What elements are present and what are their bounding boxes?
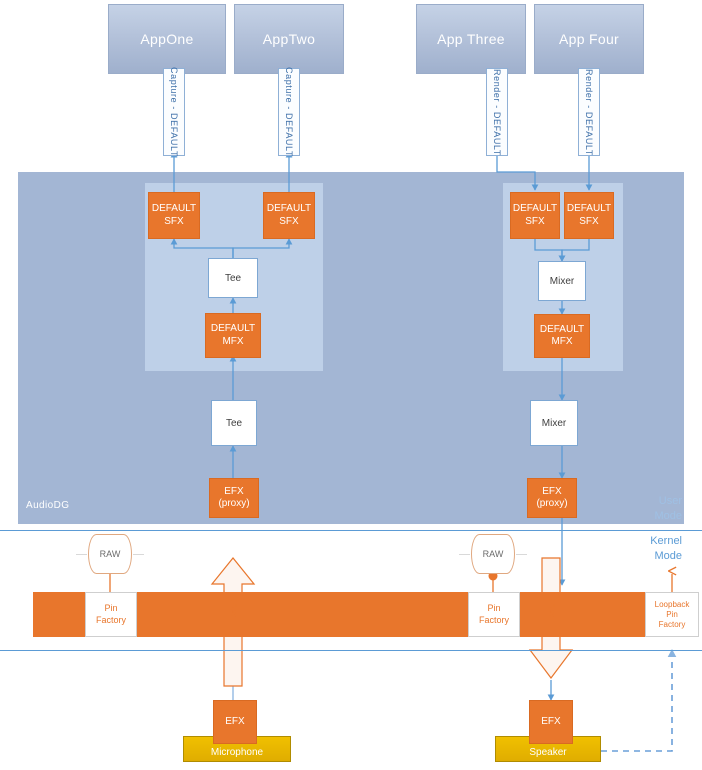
- user-kernel-divider: [0, 530, 702, 531]
- device-label: Speaker: [529, 747, 567, 758]
- connector-label: Capture - DEFAULT: [284, 66, 294, 158]
- pin-line-3: Factory: [658, 619, 686, 629]
- device-efx-speaker[interactable]: EFX: [529, 700, 573, 744]
- kernel-driver-bar: [33, 592, 684, 637]
- render-default-sfx-right[interactable]: DEFAULT SFX: [564, 192, 614, 239]
- node-line-1: DEFAULT: [512, 203, 558, 214]
- pin-factory-capture[interactable]: Pin Factory: [85, 592, 137, 637]
- raw-tick-left: [76, 554, 87, 555]
- app-box-app-three[interactable]: App Three: [416, 4, 526, 74]
- node-line-2: (proxy): [218, 498, 250, 509]
- node-line-2: (proxy): [536, 498, 568, 509]
- capture-efx-proxy[interactable]: EFX (proxy): [209, 478, 259, 518]
- node-line-2: SFX: [164, 215, 184, 227]
- app-box-app-one[interactable]: AppOne: [108, 4, 226, 74]
- app-box-app-four[interactable]: App Four: [534, 4, 644, 74]
- pin-line-2: Pin: [666, 609, 678, 619]
- node-label: Tee: [225, 417, 243, 429]
- device-label: Microphone: [210, 747, 264, 758]
- kernel-lower-divider: [0, 650, 702, 651]
- app-box-app-two[interactable]: AppTwo: [234, 4, 344, 74]
- raw-shape-capture: RAW: [88, 534, 132, 574]
- render-mixer-outer[interactable]: Mixer: [530, 400, 578, 446]
- node-label: Mixer: [541, 417, 567, 429]
- node-line-1: DEFAULT: [539, 323, 585, 335]
- node-line-2: MFX: [222, 335, 244, 347]
- capture-tee-inner[interactable]: Tee: [208, 258, 258, 298]
- node-label: Mixer: [549, 275, 575, 287]
- connector-capture-app-two[interactable]: Capture - DEFAULT: [278, 66, 300, 158]
- connector-capture-app-one[interactable]: Capture - DEFAULT: [163, 66, 185, 158]
- raw-shape-render: RAW: [471, 534, 515, 574]
- user-mode-label: User Mode: [628, 494, 682, 524]
- raw-arrow-text: RAW: [547, 595, 557, 619]
- pin-factory-render[interactable]: Pin Factory: [468, 592, 520, 637]
- capture-default-sfx-left[interactable]: DEFAULT SFX: [148, 192, 200, 239]
- pin-line-2: Factory: [478, 614, 509, 625]
- node-line-2: MFX: [551, 336, 573, 347]
- connector-render-app-four[interactable]: Render - DEFAULT: [578, 68, 600, 156]
- app-label: AppTwo: [262, 31, 316, 47]
- render-default-mfx[interactable]: DEFAULT MFX: [534, 314, 590, 358]
- raw-label: RAW: [99, 549, 121, 559]
- render-mixer-inner[interactable]: Mixer: [538, 261, 586, 301]
- node-line-1: EFX: [542, 485, 562, 497]
- app-label: App Three: [437, 31, 505, 47]
- node-line-2: SFX: [579, 215, 599, 227]
- node-line-2: SFX: [525, 215, 545, 227]
- audiodg-label: AudioDG: [26, 500, 70, 511]
- raw-tick-right-render: [516, 554, 527, 555]
- node-label: Tee: [224, 272, 242, 284]
- raw-tick-right: [133, 554, 144, 555]
- kernel-mode-line-2: Mode: [654, 549, 682, 562]
- app-label: App Four: [559, 31, 619, 47]
- node-label: EFX: [541, 715, 561, 727]
- render-efx-proxy[interactable]: EFX (proxy): [527, 478, 577, 518]
- capture-tee-outer[interactable]: Tee: [211, 400, 257, 446]
- app-label: AppOne: [140, 31, 194, 47]
- node-line-1: DEFAULT: [210, 323, 256, 334]
- loopback-pin-factory[interactable]: Loopback Pin Factory: [645, 592, 699, 637]
- node-line-1: DEFAULT: [266, 203, 312, 214]
- raw-arrow-label-render: RAW: [547, 595, 557, 619]
- node-line-2: SFX: [279, 215, 299, 227]
- raw-arrow-text: RAW: [229, 595, 239, 619]
- connector-label: Render - DEFAULT: [584, 68, 594, 156]
- pin-line-2: Factory: [95, 614, 126, 625]
- pin-line-1: Loopback: [654, 599, 690, 609]
- node-line-1: DEFAULT: [566, 203, 612, 214]
- kernel-mode-label: Kernel Mode: [628, 534, 682, 564]
- capture-default-sfx-right[interactable]: DEFAULT SFX: [263, 192, 315, 239]
- user-mode-line-2: Mode: [654, 509, 682, 522]
- connector-render-app-three[interactable]: Render - DEFAULT: [486, 68, 508, 156]
- raw-arrow-label-capture: RAW: [229, 595, 239, 619]
- connector-label: Capture - DEFAULT: [169, 66, 179, 158]
- node-line-1: DEFAULT: [151, 203, 197, 214]
- device-efx-microphone[interactable]: EFX: [213, 700, 257, 744]
- pin-line-1: Pin: [487, 603, 501, 614]
- pin-line-1: Pin: [104, 603, 118, 614]
- connector-label: Render - DEFAULT: [492, 68, 502, 156]
- node-label: EFX: [225, 715, 245, 727]
- capture-default-mfx[interactable]: DEFAULT MFX: [205, 313, 261, 358]
- user-mode-line-1: User: [658, 495, 682, 507]
- raw-tick-left-render: [459, 554, 470, 555]
- render-default-sfx-left[interactable]: DEFAULT SFX: [510, 192, 560, 239]
- node-line-1: EFX: [224, 485, 244, 497]
- raw-label: RAW: [482, 549, 504, 559]
- kernel-mode-line-1: Kernel: [650, 535, 682, 547]
